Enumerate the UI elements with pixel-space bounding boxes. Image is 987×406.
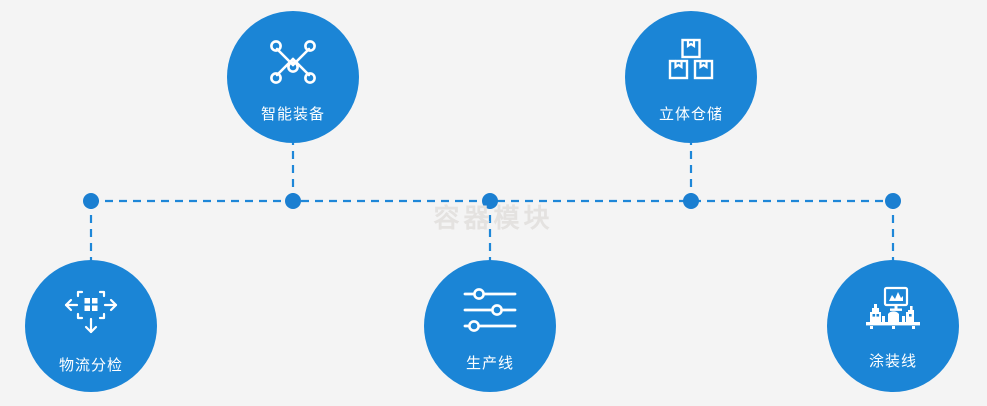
stacked-boxes-icon bbox=[666, 37, 716, 87]
module-circle-painting-line[interactable]: 涂装线 bbox=[827, 260, 959, 392]
module-circle-smart-equipment[interactable]: 智能装备 bbox=[227, 11, 359, 143]
module-label-logistics-sorting: 物流分检 bbox=[58, 356, 123, 374]
network-nodes-icon bbox=[267, 37, 319, 87]
factory-monitor-icon bbox=[864, 286, 922, 332]
junction-node-5[interactable] bbox=[885, 193, 901, 209]
sliders-icon bbox=[463, 286, 517, 334]
junction-node-1[interactable] bbox=[83, 193, 99, 209]
module-label-production-line: 生产线 bbox=[465, 354, 514, 372]
module-label-smart-equipment: 智能装备 bbox=[260, 105, 325, 123]
sorting-arrows-icon bbox=[64, 286, 118, 336]
module-circle-logistics-sorting[interactable]: 物流分检 bbox=[25, 260, 157, 392]
junction-node-2[interactable] bbox=[285, 193, 301, 209]
module-circle-production-line[interactable]: 生产线 bbox=[424, 260, 556, 392]
module-label-painting-line: 涂装线 bbox=[868, 352, 917, 370]
junction-node-4[interactable] bbox=[683, 193, 699, 209]
junction-node-3[interactable] bbox=[482, 193, 498, 209]
module-label-stereoscopic-warehouse: 立体仓储 bbox=[658, 105, 723, 123]
module-circle-stereoscopic-warehouse[interactable]: 立体仓储 bbox=[625, 11, 757, 143]
